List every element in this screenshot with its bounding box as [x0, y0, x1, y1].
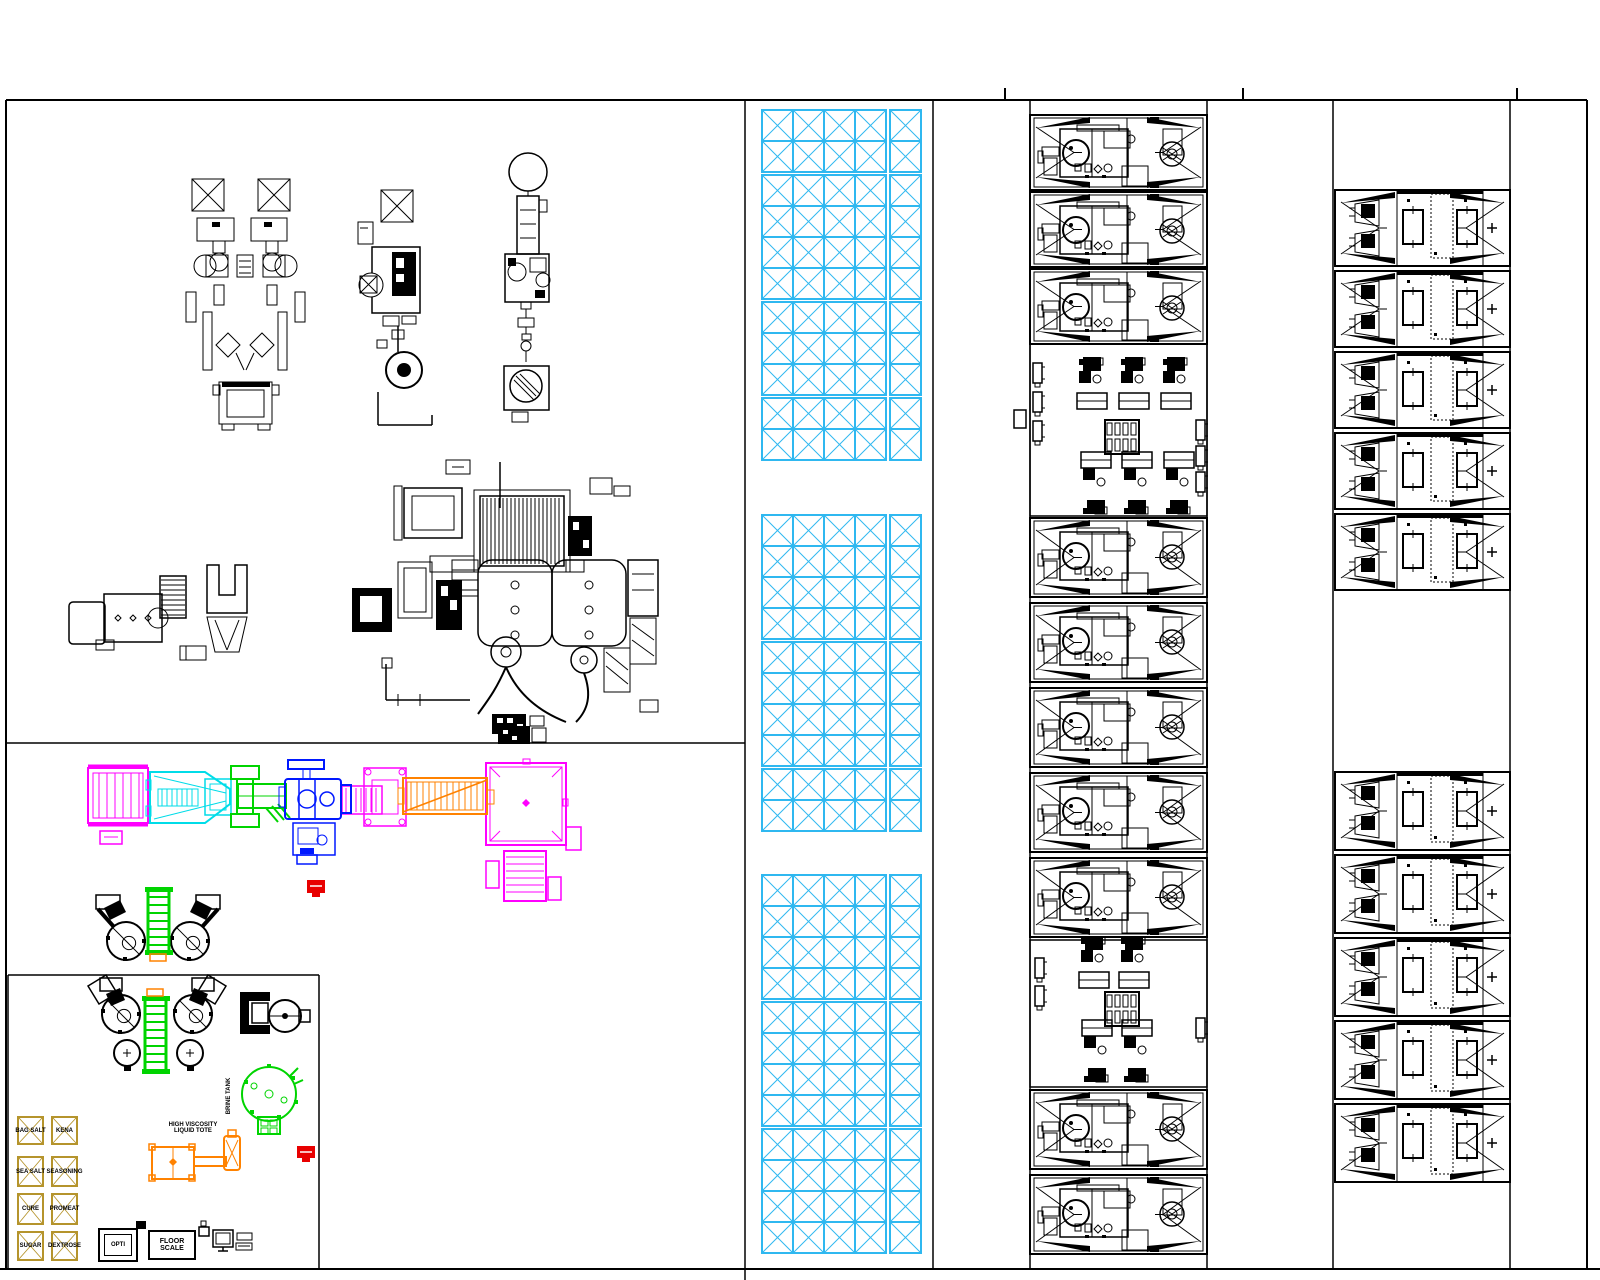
ingredient-bin-label: PROMEAT: [49, 1206, 80, 1212]
x-brace-icon: [19, 1195, 42, 1223]
opti-label: OPTI: [110, 1242, 126, 1248]
floor-scale-line2: SCALE: [160, 1245, 184, 1252]
processing-unit-right: [1334, 270, 1511, 348]
ingredient-bin: PROMEAT: [49, 1193, 80, 1225]
processing-unit-left: [1029, 687, 1208, 768]
small-machine: [1121, 451, 1153, 515]
production-line-blue: [278, 759, 352, 865]
processing-unit-left: [1029, 114, 1208, 191]
processing-unit-right: [1334, 854, 1511, 934]
small-machine: [1160, 357, 1192, 410]
mid-section-b: [1029, 936, 1208, 1088]
mixer-pair-upper: [95, 887, 221, 962]
ingredient-bin-label: SEA SALT: [15, 1168, 46, 1175]
ingredient-bin-label: KENA: [55, 1127, 74, 1134]
processing-unit-left: [1029, 517, 1208, 598]
small-machine: [1121, 1019, 1153, 1083]
machinery-mixer-station: [357, 189, 433, 426]
high-viscosity-tote-label: HIGH VISCOSITY LIQUID TOTE: [148, 1122, 238, 1135]
small-machine: [1118, 936, 1150, 989]
production-line-magenta: [87, 758, 582, 902]
ingredient-bin-label: BAG SALT: [15, 1127, 46, 1134]
processing-unit-right: [1334, 937, 1511, 1017]
small-machine: [1118, 357, 1150, 410]
ingredient-bin: CURE: [17, 1193, 44, 1225]
ingredient-bin: SEASONING: [46, 1156, 83, 1187]
brine-tank-label: BRINE TANK: [226, 1077, 232, 1115]
machinery-vertical-line: [503, 152, 551, 423]
pallet-grid-box: [1104, 419, 1140, 455]
processing-unit-left: [1029, 857, 1208, 938]
machinery-dumper-frame: [206, 564, 248, 653]
x-brace-icon: [19, 1158, 42, 1185]
machinery-bag-dump-station: [185, 178, 306, 431]
high-viscosity-line1: HIGH VISCOSITY: [168, 1122, 218, 1128]
small-machine: [1076, 357, 1108, 410]
processing-unit-left: [1029, 268, 1208, 345]
x-brace-icon: [53, 1158, 76, 1185]
processing-unit-left: [1029, 602, 1208, 683]
ingredient-bin: BAG SALT: [15, 1116, 46, 1145]
ingredient-bin: KENA: [51, 1116, 78, 1145]
processing-unit-right: [1334, 513, 1511, 591]
opti-station: OPTI: [98, 1228, 138, 1262]
opti-station-inner: [104, 1234, 132, 1256]
x-brace-icon: [53, 1118, 76, 1143]
high-viscosity-line2: LIQUID TOTE: [174, 1128, 212, 1135]
floor-scale-line1: FLOOR: [159, 1238, 185, 1245]
brine-tank: [241, 1064, 304, 1135]
production-line-green: [230, 765, 291, 828]
ingredient-bin: SUGAR: [17, 1231, 44, 1261]
high-viscosity-tote: [148, 1129, 241, 1182]
pallet-rack-grid: [761, 874, 922, 1254]
processing-unit-left: [1029, 1174, 1208, 1255]
machinery-main-cluster: [352, 459, 659, 744]
production-line-orange: [397, 777, 495, 815]
production-line-cyan: [145, 771, 232, 824]
floor-marker-red-2: [297, 1146, 315, 1162]
machinery-grinder: [68, 575, 207, 661]
x-brace-icon: [19, 1233, 42, 1259]
building-walls: [0, 88, 1600, 1280]
x-brace-icon: [53, 1233, 76, 1259]
processing-unit-left: [1029, 191, 1208, 268]
processing-unit-right: [1334, 1103, 1511, 1183]
ingredient-bin: DEXTROSE: [47, 1231, 82, 1261]
processing-unit-right: [1334, 771, 1511, 851]
floor-scale: FLOOR SCALE: [148, 1230, 196, 1260]
x-brace-icon: [53, 1195, 76, 1223]
pallet-rack-grid: [761, 514, 922, 832]
processing-unit-left: [1029, 1089, 1208, 1170]
workstation: [136, 1220, 253, 1252]
tote-dumper: [240, 992, 311, 1034]
pallet-rack-grid: [761, 109, 922, 461]
small-machine: [1081, 1019, 1113, 1083]
mid-section-a: [1013, 343, 1208, 517]
small-machine: [1078, 936, 1110, 989]
ingredient-bin-label: SUGAR: [19, 1243, 42, 1249]
processing-unit-right: [1334, 189, 1511, 267]
ingredient-bin-label: DEXTROSE: [47, 1243, 82, 1249]
processing-unit-right: [1334, 351, 1511, 429]
ingredient-bin-label: SEASONING: [46, 1168, 83, 1175]
processing-unit-right: [1334, 1020, 1511, 1100]
ingredient-bin: SEA SALT: [15, 1156, 46, 1187]
x-brace-icon: [19, 1118, 42, 1143]
small-machine: [1080, 451, 1112, 515]
processing-unit-left: [1029, 772, 1208, 853]
ingredient-bin-label: CURE: [21, 1206, 40, 1212]
processing-unit-right: [1334, 432, 1511, 510]
floor-marker-red: [307, 880, 325, 897]
mixer-pair-lower: [86, 973, 228, 1074]
small-machine: [1163, 451, 1195, 515]
